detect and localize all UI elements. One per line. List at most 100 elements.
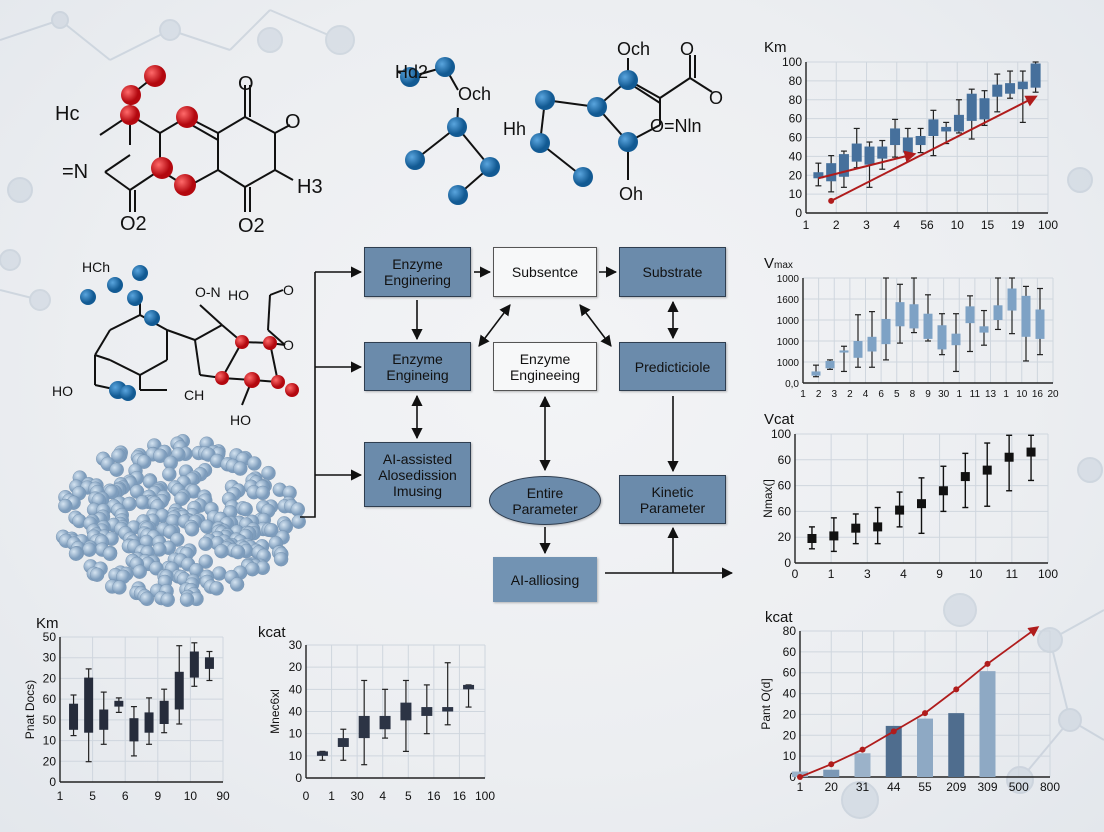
bar	[885, 725, 902, 777]
atom-label: O-N	[195, 284, 221, 300]
x-tick-label: 10	[969, 567, 983, 581]
bar	[917, 718, 933, 777]
x-tick-label: 1	[803, 218, 810, 232]
box-plot-item	[838, 150, 849, 188]
atom	[174, 174, 196, 196]
box	[358, 715, 370, 739]
protein-bead	[238, 502, 253, 517]
atom	[587, 97, 607, 117]
box-plot-item	[915, 127, 926, 154]
bond-line	[244, 169, 276, 188]
box	[159, 700, 169, 724]
y-tick-label: 10	[289, 727, 303, 741]
box-plot-item	[1030, 61, 1041, 93]
box	[877, 146, 888, 159]
bond-line	[94, 329, 111, 356]
atom	[144, 310, 160, 326]
protein-bead	[122, 496, 137, 512]
y-tick-label: 1000	[777, 358, 800, 369]
node-label: Imusing	[392, 482, 442, 499]
data-point	[895, 505, 905, 515]
box-plot-item	[951, 313, 961, 373]
box-plot-item	[1005, 70, 1016, 99]
box-plot-item	[69, 694, 79, 737]
atom	[176, 106, 198, 128]
bond-line	[139, 359, 168, 376]
node-prediction[interactable]: Predicticiole	[619, 342, 726, 391]
box-plot-item	[144, 697, 154, 745]
y-tick-label: 20	[789, 168, 803, 182]
protein-bead	[245, 562, 260, 577]
box-plot-item	[953, 99, 964, 134]
box-plot-item	[877, 139, 888, 170]
x-tick-label: 4	[893, 218, 900, 232]
box	[337, 738, 349, 747]
y-tick-label: 1000	[777, 316, 800, 327]
atom	[405, 150, 425, 170]
box	[463, 684, 475, 690]
error-bar-point	[895, 491, 905, 528]
box-plot-item	[1035, 287, 1045, 356]
box	[114, 700, 124, 707]
protein-bead	[233, 461, 248, 476]
box	[813, 172, 824, 179]
x-tick-label: 500	[1009, 780, 1029, 794]
box-plot-item	[825, 359, 835, 370]
protein-bead	[132, 564, 147, 579]
box	[826, 163, 837, 182]
y-tick-label: 20	[783, 707, 797, 721]
box	[189, 651, 199, 678]
atom	[263, 336, 277, 350]
box-plot-item	[174, 645, 184, 725]
x-tick-label: 16	[453, 789, 467, 803]
data-point	[1026, 447, 1036, 457]
atom-label: O	[709, 88, 723, 108]
node-substrate[interactable]: Substrate	[619, 247, 726, 297]
atom	[447, 117, 467, 137]
x-tick-label: 20	[825, 780, 839, 794]
protein-bead	[102, 546, 118, 561]
box	[1017, 81, 1028, 90]
atom-label: H3	[297, 176, 323, 198]
y-tick-label: 60	[789, 112, 803, 126]
box-plot-item	[99, 691, 109, 745]
chart-title-subscript: max	[774, 260, 793, 271]
box	[937, 325, 947, 350]
node-subsentce[interactable]: Subsentce	[493, 247, 597, 297]
x-tick-label: 30	[938, 389, 950, 400]
box	[379, 715, 391, 730]
atom-label: HCh	[82, 259, 110, 275]
atom	[120, 385, 136, 401]
error-bar-point	[851, 513, 861, 545]
bar	[854, 753, 871, 777]
x-tick-label: 90	[216, 789, 230, 803]
x-tick-label: 5	[89, 789, 96, 803]
y-tick-label: 50	[43, 713, 57, 727]
bond-line	[109, 359, 141, 376]
x-tick-label: 309	[977, 780, 997, 794]
x-tick-label: 3	[863, 218, 870, 232]
box-plot-item	[811, 364, 821, 378]
box	[99, 709, 109, 730]
atom-label: Hd2	[395, 62, 428, 82]
y-tick-label: 1000	[777, 337, 800, 348]
x-tick-label: 2	[847, 389, 853, 400]
bar	[948, 713, 965, 777]
box	[1021, 295, 1031, 337]
box	[867, 336, 877, 352]
x-tick-label: 800	[1040, 780, 1060, 794]
box	[129, 718, 139, 742]
node-ai-alliosing[interactable]: AI-alliosing	[493, 557, 597, 602]
atom	[107, 277, 123, 293]
box	[902, 137, 913, 153]
box-plot-item	[114, 697, 124, 714]
box	[1005, 83, 1016, 94]
box	[851, 143, 862, 162]
y-tick-label: 30	[289, 638, 303, 652]
